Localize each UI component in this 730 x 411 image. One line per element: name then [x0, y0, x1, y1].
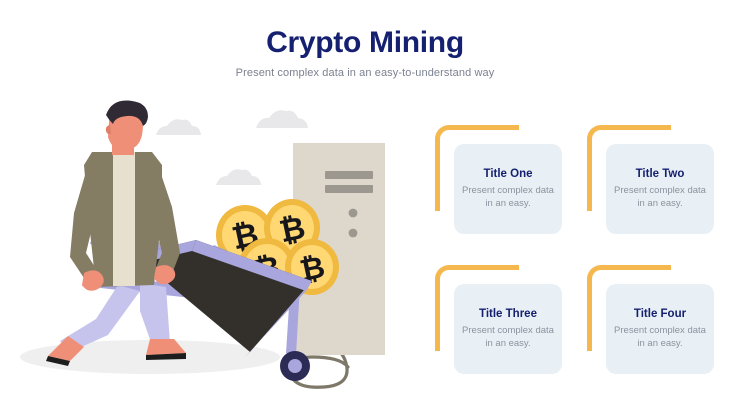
card-panel[interactable]: Title Three Present complex data in an e…: [454, 284, 562, 374]
corner-bracket-icon: [435, 125, 519, 211]
crypto-miner-illustration: ₿ ₿ ₿ ₿: [0, 95, 430, 405]
card-title: Title Two: [635, 167, 685, 180]
card-title: Title Three: [479, 307, 537, 320]
left-arm: [70, 165, 100, 281]
corner-bracket-icon: [587, 125, 671, 211]
cloud-icon: [216, 169, 261, 185]
right-hand: [154, 265, 176, 285]
cloud-icon: [156, 119, 201, 135]
card-panel[interactable]: Title Four Present complex data in an ea…: [606, 284, 714, 374]
card-panel[interactable]: Title One Present complex data in an eas…: [454, 144, 562, 234]
card-panel[interactable]: Title Two Present complex data in an eas…: [606, 144, 714, 234]
card-description: Present complex data in an easy.: [462, 184, 554, 209]
power-cable: [287, 333, 350, 389]
header: Crypto Mining Present complex data in an…: [0, 26, 730, 79]
wheelbarrow-wheel: [280, 351, 310, 381]
card-title: Title One: [483, 167, 533, 180]
page-subtitle: Present complex data in an easy-to-under…: [235, 67, 495, 79]
hair: [106, 100, 148, 126]
front-shoe: [146, 339, 186, 360]
right-arm: [148, 165, 180, 279]
front-leg: [140, 283, 170, 345]
ear: [105, 125, 111, 135]
back-shoe: [46, 336, 84, 366]
cloud-icon: [256, 110, 308, 128]
corner-bracket-icon: [435, 265, 519, 351]
card-description: Present complex data in an easy.: [614, 324, 706, 349]
card-description: Present complex data in an easy.: [462, 324, 554, 349]
corner-bracket-icon: [587, 265, 671, 351]
card-description: Present complex data in an easy.: [614, 184, 706, 209]
card-item-3[interactable]: Title Three Present complex data in an e…: [432, 262, 568, 380]
card-item-1[interactable]: Title One Present complex data in an eas…: [432, 122, 568, 240]
back-leg: [60, 285, 140, 352]
card-title: Title Four: [633, 307, 687, 320]
cards-grid: Title One Present complex data in an eas…: [430, 122, 720, 374]
person-figure: [46, 100, 186, 366]
page-title: Crypto Mining: [266, 26, 464, 59]
card-item-2[interactable]: Title Two Present complex data in an eas…: [584, 122, 720, 240]
left-hand: [82, 270, 104, 291]
card-item-4[interactable]: Title Four Present complex data in an ea…: [584, 262, 720, 380]
shirt: [113, 152, 135, 286]
